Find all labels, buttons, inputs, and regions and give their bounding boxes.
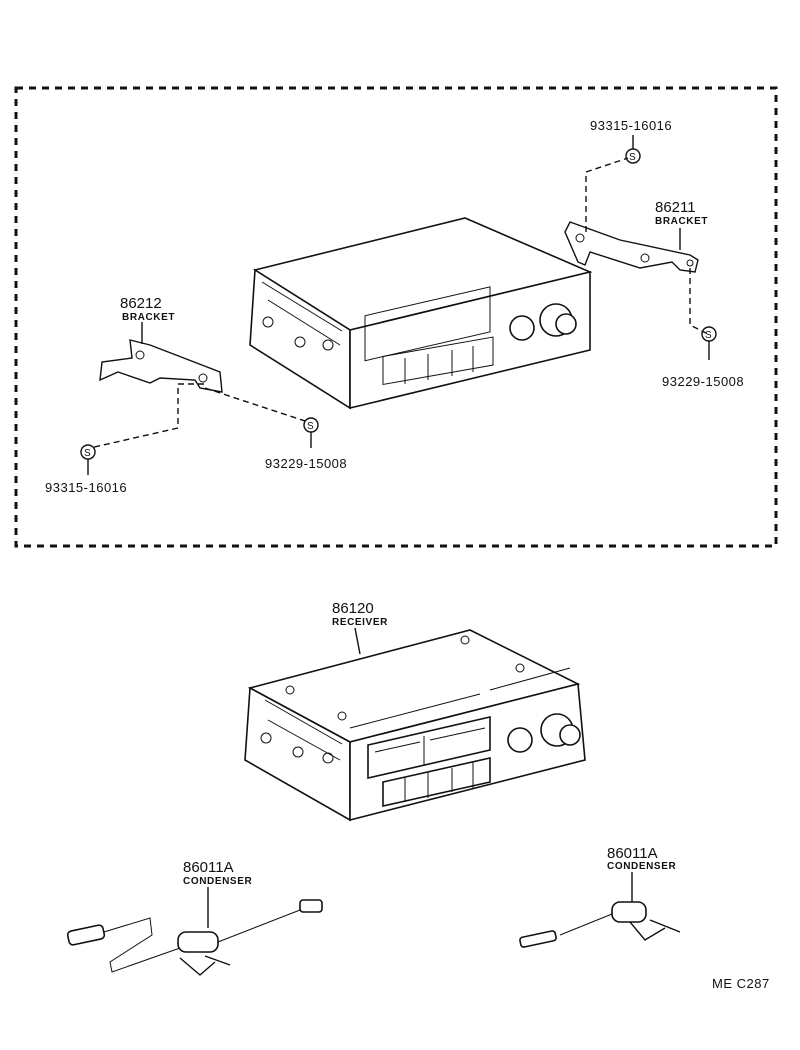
condenser-right-86011a: 86011A CONDENSER xyxy=(519,845,681,948)
bracket-left-86212: 86212 BRACKET xyxy=(99,295,223,393)
screw-left-mid-part-number: 93229-15008 xyxy=(265,456,347,471)
bracket-right-name: BRACKET xyxy=(655,216,708,227)
bracket-right-part-number: 86211 xyxy=(655,199,696,216)
condenser-right-name: CONDENSER xyxy=(607,861,676,872)
screw-right-lower: S 93229-15008 xyxy=(662,326,744,389)
assembly-group-border xyxy=(14,86,778,548)
svg-text:S: S xyxy=(307,421,314,432)
radio-unit-assembled xyxy=(249,217,593,410)
condenser-left-name: CONDENSER xyxy=(183,876,252,887)
receiver-part-number: 86120 xyxy=(332,600,374,617)
condenser-right-part-number: 86011A xyxy=(607,845,658,862)
svg-text:S: S xyxy=(629,152,636,163)
screw-left-bottom: S 93315-16016 xyxy=(45,444,127,495)
screw-left-mid: S 93229-15008 xyxy=(265,417,347,471)
receiver-name: RECEIVER xyxy=(332,617,388,628)
screw-left-bottom-part-number: 93315-16016 xyxy=(45,480,127,495)
bracket-left-part-number: 86212 xyxy=(120,295,162,312)
condenser-left-86011a: 86011A CONDENSER xyxy=(66,859,323,976)
diagram-reference-code: ME C287 xyxy=(712,976,770,991)
svg-text:S: S xyxy=(705,330,712,341)
receiver-86120: 86120 RECEIVER xyxy=(244,600,586,822)
bracket-right-86211: 86211 BRACKET xyxy=(564,199,708,273)
screw-top-right: S 93315-16016 xyxy=(590,118,672,164)
screw-right-lower-part-number: 93229-15008 xyxy=(662,374,744,389)
condenser-left-part-number: 86011A xyxy=(183,859,234,876)
bracket-left-name: BRACKET xyxy=(122,312,175,323)
svg-text:S: S xyxy=(84,448,91,459)
screw-top-right-part-number: 93315-16016 xyxy=(590,118,672,133)
